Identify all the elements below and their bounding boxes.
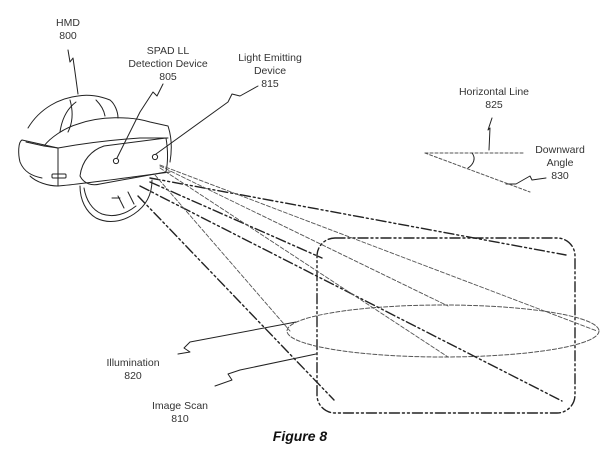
image-scan-rays (137, 177, 567, 402)
hmd-strap (27, 94, 119, 129)
figure-caption: Figure 8 (272, 428, 328, 444)
illumination-ray (159, 164, 598, 332)
spad-sensor (112, 157, 120, 165)
leader-downward-angle (505, 175, 547, 185)
label-image-scan-name: Image Scan (151, 400, 209, 412)
illumination-ray (154, 174, 291, 332)
hmd-strap-inner (59, 99, 106, 133)
label-image-scan-ref: 810 (171, 413, 189, 425)
label-light-emitting-line1: Light Emitting (238, 52, 302, 64)
label-light-emitting-ref: 815 (261, 78, 279, 90)
label-hmd: HMD 800 (48, 17, 88, 43)
label-hmd-name: HMD (56, 17, 80, 29)
scan-ray (149, 181, 323, 259)
label-downward-angle: Downward Angle 830 (530, 144, 590, 183)
leader-hmd (67, 49, 79, 95)
light-emitter (151, 153, 159, 161)
scan-ray (149, 177, 567, 256)
label-illumination: Illumination 820 (100, 357, 166, 383)
leader-image-scan (214, 353, 317, 387)
downward-angle-line (424, 152, 531, 193)
illumination-ray (159, 167, 449, 358)
label-horizontal-line: Horizontal Line 825 (452, 86, 536, 112)
label-spad-line1: SPAD LL (146, 45, 190, 57)
leader-horizontal-line (487, 117, 493, 151)
hmd-rear-band (18, 139, 43, 179)
illumination-ray (159, 165, 449, 307)
hmd-lower-shell (79, 179, 153, 222)
label-hmd-ref: 800 (59, 30, 77, 42)
hmd-side-slot (51, 173, 67, 179)
label-spad: SPAD LL Detection Device 805 (120, 45, 216, 84)
label-illumination-ref: 820 (124, 370, 142, 382)
leader-spad (116, 83, 164, 159)
angle-arc (467, 152, 475, 169)
label-light-emitting: Light Emitting Device 815 (228, 52, 312, 91)
scan-ray (137, 195, 335, 401)
illumination-rays (154, 164, 598, 358)
label-light-emitting-line2: Device (253, 65, 287, 77)
label-spad-line2: Detection Device (128, 58, 208, 70)
label-horizontal-line-name: Horizontal Line (458, 86, 530, 98)
leader-illumination (177, 321, 297, 355)
label-horizontal-line-ref: 825 (485, 99, 503, 111)
label-spad-ref: 805 (159, 71, 177, 83)
label-downward-angle-line1: Downward (535, 144, 585, 156)
illumination-ellipse (286, 304, 600, 358)
leader-light-emitting (155, 85, 259, 155)
label-image-scan: Image Scan 810 (148, 400, 212, 426)
image-scan-region (316, 237, 576, 414)
label-downward-angle-line2: Angle (546, 157, 574, 169)
label-downward-angle-ref: 830 (551, 170, 569, 182)
hmd-headset (18, 94, 172, 222)
hmd-front-plate (79, 137, 168, 186)
label-illumination-name: Illumination (106, 357, 160, 369)
